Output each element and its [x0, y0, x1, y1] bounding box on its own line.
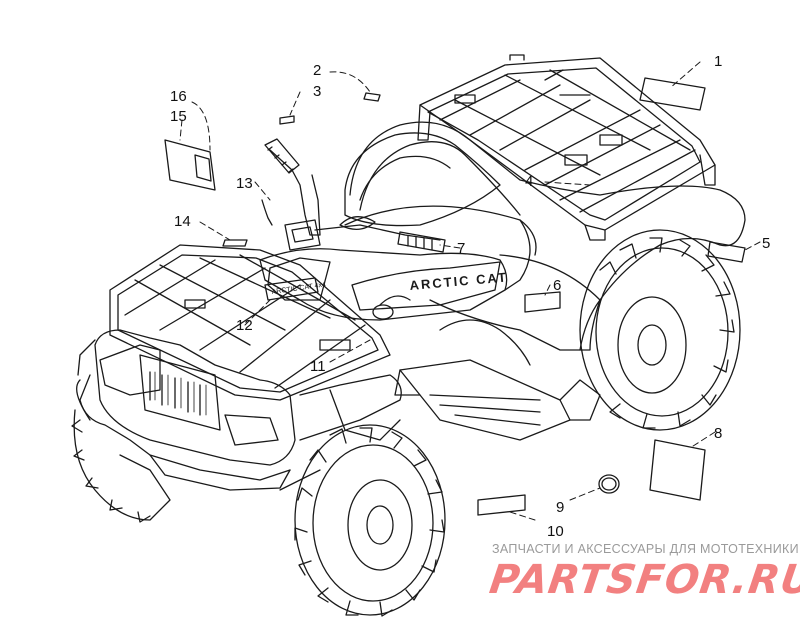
side-decal-text: ARCTIC CAT [409, 269, 508, 293]
footwell [279, 359, 601, 491]
callout-12: 12 [236, 317, 253, 334]
callout-16: 16 [170, 88, 187, 105]
decal-8 [649, 439, 706, 501]
front-rack [109, 244, 391, 401]
front-left-wheel [71, 379, 171, 523]
watermark-caption: ЗАПЧАСТИ И АКСЕССУАРЫ ДЛЯ МОТОТЕХНИКИ [492, 542, 799, 556]
callout-9: 9 [556, 499, 565, 516]
callout-6: 6 [553, 277, 562, 294]
callout-3: 3 [313, 83, 322, 100]
callout-5: 5 [762, 235, 771, 252]
decal-6 [524, 291, 561, 313]
leader-lines [179, 61, 761, 521]
seat [344, 132, 501, 227]
decal-1 [639, 77, 706, 111]
callout-8: 8 [714, 425, 723, 442]
callout-15: 15 [170, 108, 187, 125]
handlebar [264, 138, 446, 253]
decal-15 [164, 139, 216, 191]
decal-9 [598, 474, 620, 494]
decal-12 [264, 277, 319, 301]
front-fascia [77, 329, 402, 491]
callout-2: 2 [313, 62, 322, 79]
body-shell [344, 121, 746, 366]
decal-3 [279, 115, 295, 125]
decals [164, 77, 746, 516]
decal-10 [477, 494, 526, 516]
callout-11: 11 [310, 358, 326, 375]
callout-4: 4 [525, 173, 534, 190]
front-right-wheel [294, 424, 446, 617]
decal-16 [194, 154, 212, 182]
watermark-logo: PARTSFOR.RU [486, 557, 800, 603]
callout-13: 13 [236, 175, 253, 192]
decal-2 [363, 92, 381, 102]
decal-13 [261, 199, 273, 226]
callout-14: 14 [174, 213, 191, 230]
callout-1: 1 [714, 53, 723, 70]
decal-14 [222, 239, 248, 247]
callout-7: 7 [457, 240, 466, 257]
side-decal: ARCTIC CAT [409, 269, 508, 293]
decal-5 [707, 241, 746, 263]
callout-10: 10 [547, 523, 564, 540]
rear-rack [417, 54, 716, 241]
rear-right-wheel [579, 229, 741, 431]
